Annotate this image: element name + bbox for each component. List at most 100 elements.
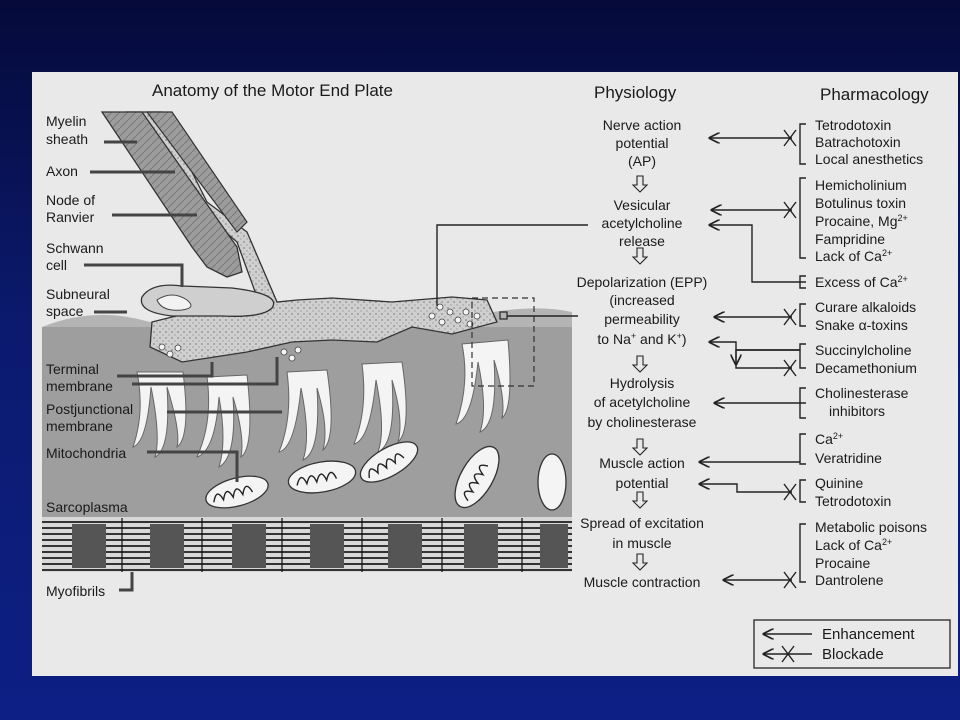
svg-text:Succinylcholine: Succinylcholine [815,342,912,358]
physiology-steps: Nerve action potential (AP) Vesicular ac… [577,117,708,590]
label-postjunctional-membrane: Postjunctional [46,401,133,417]
svg-text:in muscle: in muscle [612,535,671,551]
label-node-of-ranvier: Node of [46,192,95,208]
svg-text:permeability: permeability [604,311,679,327]
agents-group-5: Succinylcholine Decamethonium [815,342,917,376]
titles: Anatomy of the Motor End Plate Physiolog… [152,81,929,104]
mitochondrion [205,475,269,509]
anatomy-labels: Myelin sheath Axon Node of Ranvier Schwa… [46,113,133,599]
mitochondria-group [205,441,567,511]
label-axon: Axon [46,163,78,179]
label-terminal-membrane: Terminal [46,361,99,377]
svg-text:by cholinesterase: by cholinesterase [588,414,697,430]
svg-text:Vesicular: Vesicular [614,197,671,213]
legend-box [753,619,951,669]
svg-text:Spread of excitation: Spread of excitation [580,515,704,531]
postjunctional-folds [132,339,511,469]
flow-arrows [631,123,806,589]
svg-text:Curare alkaloids: Curare alkaloids [815,299,916,315]
label-mitochondria: Mitochondria [46,445,126,461]
step-depolarization: Depolarization (EPP) (increased permeabi… [577,274,708,347]
myofibrils-band [42,517,572,572]
svg-text:Muscle action: Muscle action [599,455,685,471]
svg-text:membrane: membrane [46,378,113,394]
figure-canvas: Anatomy of the Motor End Plate Physiolog… [42,81,951,669]
svg-text:Nerve action: Nerve action [603,117,682,133]
mitochondrion [287,460,357,494]
svg-text:release: release [619,233,665,249]
agents-group-2: Hemicholinium Botulinus toxin Procaine, … [815,177,908,264]
agents-group-8: Quinine Tetrodotoxin [815,475,891,509]
svg-text:space: space [46,303,84,319]
agents-group-3: Excess of Ca2+ [815,274,908,290]
agents-group-7: Ca2+ Veratridine [815,431,882,466]
svg-text:Batrachotoxin: Batrachotoxin [815,134,901,150]
legend-blockade: Blockade [822,646,884,663]
label-myelin-sheath: Myelin [46,113,86,129]
legend: Enhancement Blockade [753,619,951,669]
anatomy-title: Anatomy of the Motor End Plate [152,81,393,100]
agents-group-1: Tetrodotoxin Batrachotoxin Local anesthe… [815,117,923,167]
svg-text:membrane: membrane [46,418,113,434]
svg-text:potential: potential [616,475,669,491]
svg-text:Procaine: Procaine [815,555,870,571]
svg-text:Tetrodotoxin: Tetrodotoxin [815,117,891,133]
svg-text:Decamethonium: Decamethonium [815,360,917,376]
mitochondrion [454,445,500,509]
svg-text:Hydrolysis: Hydrolysis [610,375,675,391]
svg-text:Fampridine: Fampridine [815,231,885,247]
svg-text:Metabolic poisons: Metabolic poisons [815,519,927,535]
svg-text:Dantrolene: Dantrolene [815,572,884,588]
synaptic-vesicles [158,303,481,362]
svg-text:acetylcholine: acetylcholine [602,215,683,231]
svg-text:to Na+ and K+): to Na+ and K+) [597,331,686,347]
step-nerve-action-potential: Nerve action potential (AP) [603,117,682,169]
svg-text:Botulinus toxin: Botulinus toxin [815,195,906,211]
agents-group-4: Curare alkaloids Snake α-toxins [815,299,916,333]
svg-text:inhibitors: inhibitors [829,403,885,419]
zoom-box [471,297,535,387]
svg-text:Local anesthetics: Local anesthetics [815,151,923,167]
svg-text:of acetylcholine: of acetylcholine [594,394,691,410]
motor-end-plate-figure: Anatomy of the Motor End Plate Physiolog… [32,72,958,676]
svg-text:sheath: sheath [46,131,88,147]
label-sarcoplasma: Sarcoplasma [46,499,128,515]
svg-text:potential: potential [616,135,669,151]
svg-text:Snake α-toxins: Snake α-toxins [815,317,908,333]
vesicle-connector [436,224,588,306]
label-schwann-cell: Schwann [46,240,104,256]
svg-text:Lack of Ca2+: Lack of Ca2+ [815,537,892,553]
svg-text:Lack of Ca2+: Lack of Ca2+ [815,248,892,264]
myelin-sheath [100,111,243,278]
svg-text:Procaine, Mg2+: Procaine, Mg2+ [815,213,908,229]
label-subneural-space: Subneural [46,286,110,302]
mitochondrion [359,441,419,483]
step-spread-of-excitation: Spread of excitation in muscle [580,515,704,551]
svg-text:Ca2+: Ca2+ [815,431,843,447]
legend-enhancement: Enhancement [822,626,915,643]
svg-text:Excess of Ca2+: Excess of Ca2+ [815,274,908,290]
svg-text:(AP): (AP) [628,153,656,169]
pharmacology-title: Pharmacology [820,85,929,104]
step-muscle-action-potential: Muscle action potential [599,455,685,491]
svg-text:Depolarization (EPP): Depolarization (EPP) [577,274,708,290]
step-hydrolysis: Hydrolysis of acetylcholine by cholinest… [588,375,697,430]
svg-text:Veratridine: Veratridine [815,450,882,466]
svg-text:(increased: (increased [609,292,674,308]
svg-text:Quinine: Quinine [815,475,863,491]
anatomy-leaders [84,140,282,592]
step-muscle-contraction: Muscle contraction [584,574,701,590]
physiology-title: Physiology [594,83,677,102]
svg-text:Muscle contraction: Muscle contraction [584,574,701,590]
pharmacology-agents: Tetrodotoxin Batrachotoxin Local anesthe… [815,117,927,588]
blockade-arrow-icon [764,645,812,663]
svg-text:Hemicholinium: Hemicholinium [815,177,907,193]
anatomy-drawing [42,111,588,572]
step-vesicular-release: Vesicular acetylcholine release [602,197,683,249]
svg-text:cell: cell [46,257,67,273]
svg-text:Cholinesterase: Cholinesterase [815,385,909,401]
svg-text:Tetrodotoxin: Tetrodotoxin [815,493,891,509]
agents-group-9: Metabolic poisons Lack of Ca2+ Procaine … [815,519,927,588]
svg-text:Ranvier: Ranvier [46,209,95,225]
mitochondrion [537,453,567,511]
